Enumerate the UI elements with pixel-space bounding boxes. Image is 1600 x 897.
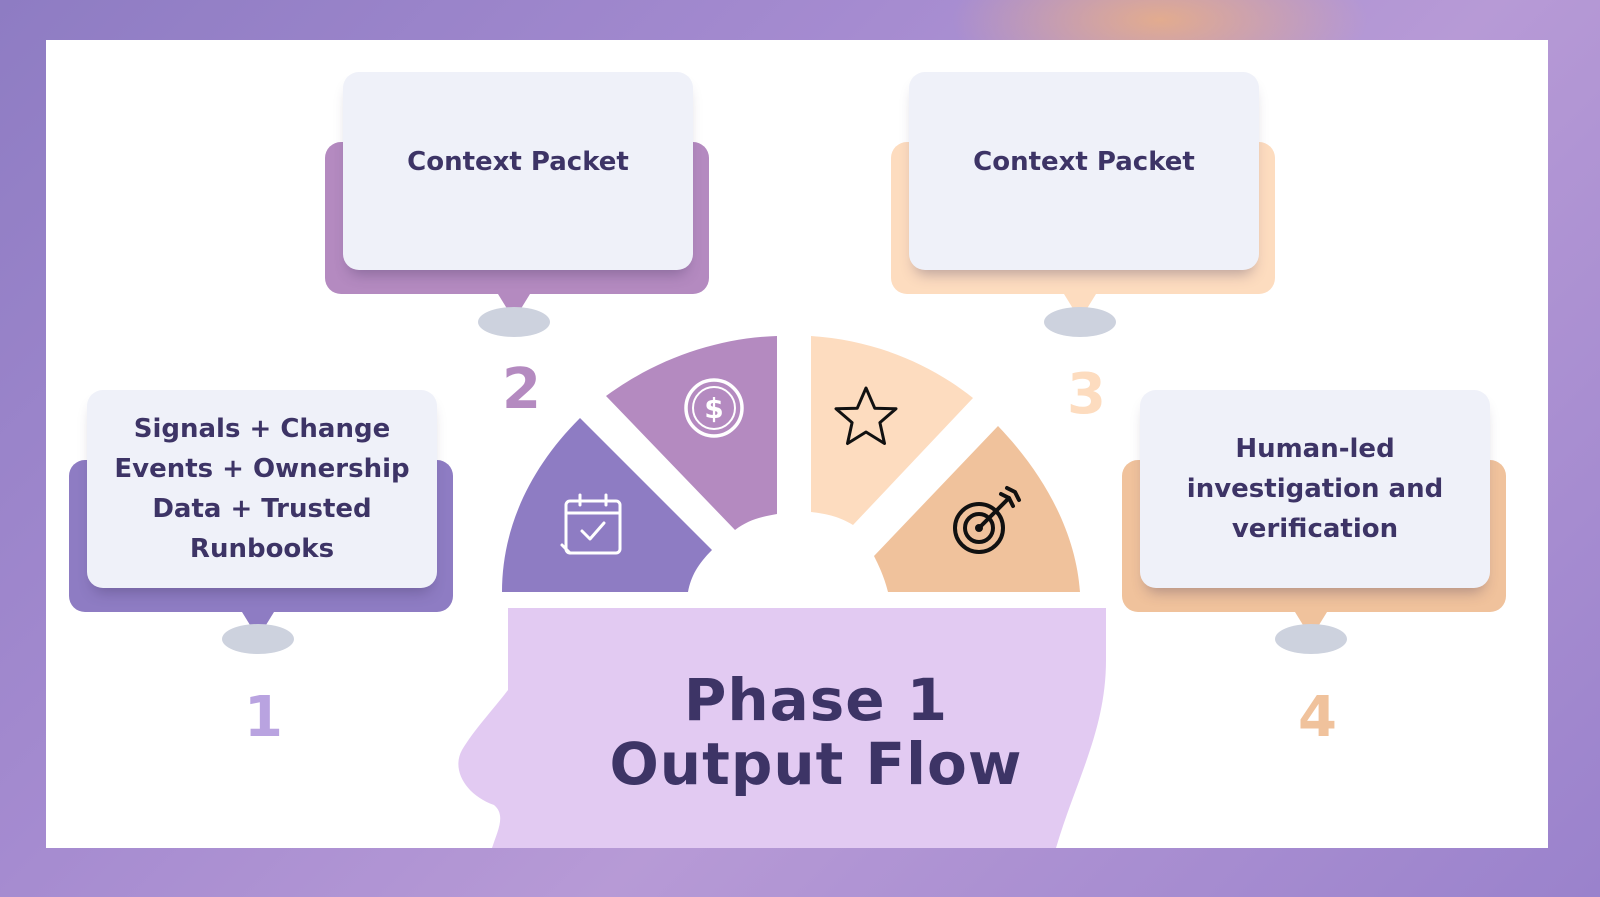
target-arrow-icon: [953, 486, 1021, 554]
step-1-shadow: [222, 624, 294, 654]
step-4-text: Human-led investigation and verification: [1186, 434, 1444, 544]
star-icon: [834, 386, 898, 445]
step-4-callout: Human-led investigation and verification: [1122, 390, 1506, 612]
step-3-shadow: [1044, 307, 1116, 337]
step-4-card: Human-led investigation and verification: [1140, 390, 1490, 588]
step-2-number: 2: [502, 357, 541, 422]
step-4-number: 4: [1298, 685, 1337, 750]
step-4-shadow: [1275, 624, 1347, 654]
step-1-callout: Signals + Change Events + Ownership Data…: [69, 390, 453, 612]
segment-3: [811, 336, 973, 525]
title-line-2: Output Flow: [609, 730, 1023, 798]
svg-text:$: $: [704, 392, 723, 425]
diagram-title: Phase 1 Output Flow: [566, 668, 1066, 796]
diagram-graphic: $: [458, 336, 1106, 848]
step-2-text: Context Packet: [407, 147, 629, 177]
step-2-callout: Context Packet: [325, 72, 709, 294]
step-3-callout: Context Packet: [891, 72, 1275, 294]
step-2-shadow: [478, 307, 550, 337]
step-3-card: Context Packet: [909, 72, 1259, 270]
step-1-text: Signals + Change Events + Ownership Data…: [114, 414, 410, 564]
step-2-card: Context Packet: [343, 72, 693, 270]
step-3-text: Context Packet: [973, 147, 1195, 177]
step-1-number: 1: [244, 685, 283, 750]
step-3-number: 3: [1067, 362, 1106, 427]
step-1-card: Signals + Change Events + Ownership Data…: [87, 390, 437, 588]
segment-2: [606, 336, 777, 530]
calendar-check-icon: [560, 493, 622, 555]
slide: $ Phase 1 Output Flow Signals + Change E…: [46, 40, 1548, 848]
head-silhouette: [458, 608, 1106, 848]
title-line-1: Phase 1: [683, 666, 949, 734]
dollar-coin-icon: $: [684, 378, 744, 438]
segment-4: [874, 426, 1080, 592]
